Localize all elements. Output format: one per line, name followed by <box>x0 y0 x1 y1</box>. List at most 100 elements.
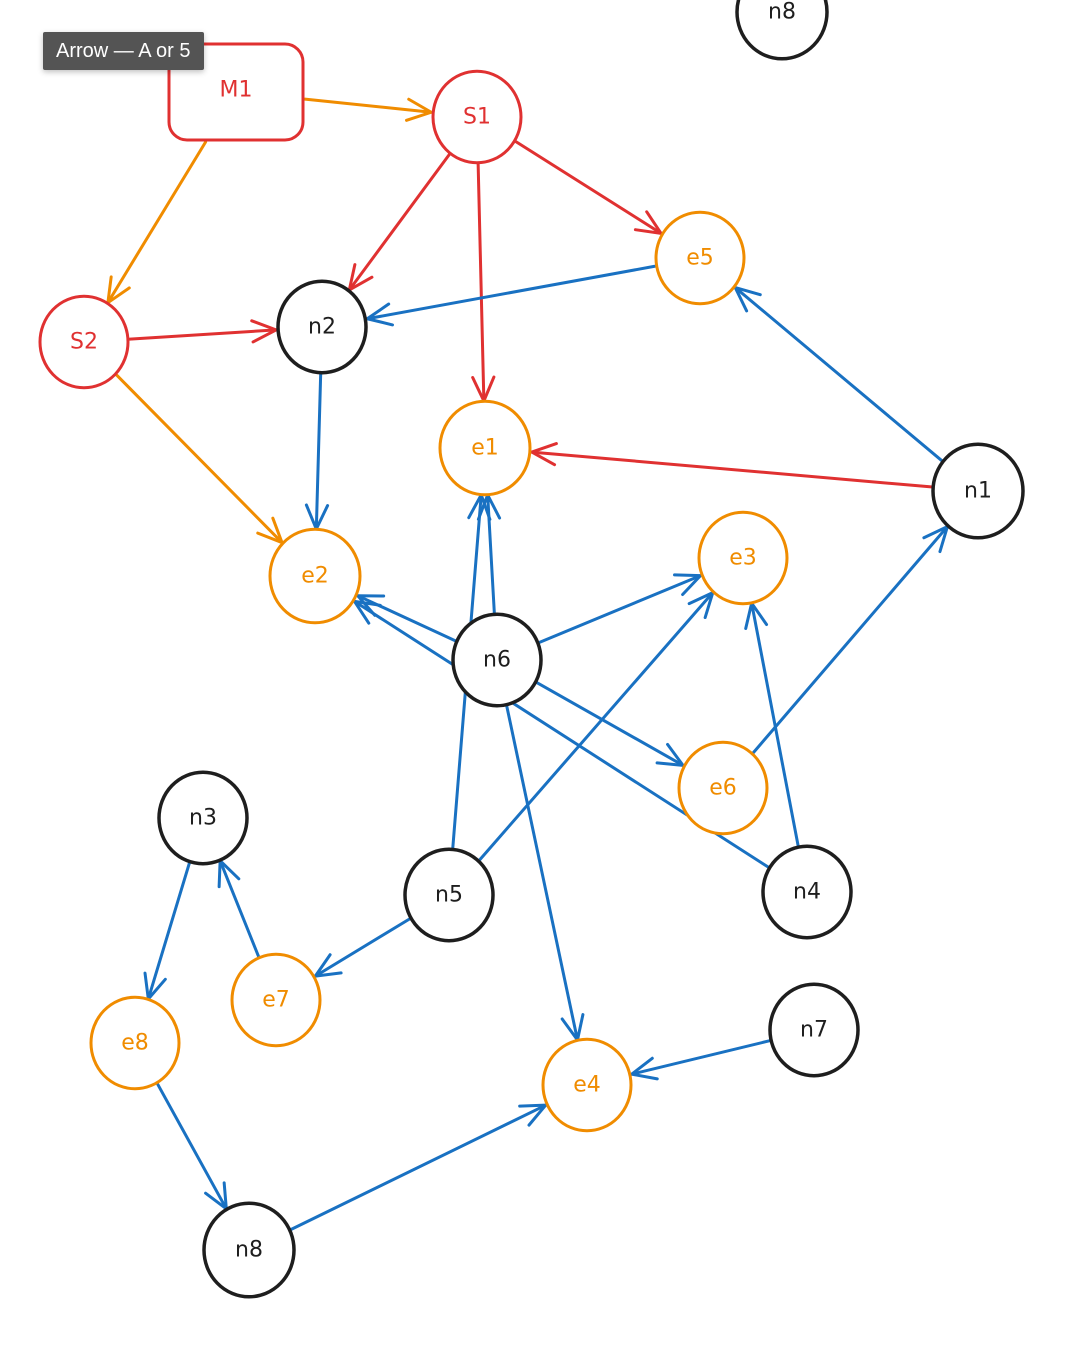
node-e1[interactable]: e1 <box>438 399 532 497</box>
node-shape[interactable] <box>768 982 860 1078</box>
node-e3[interactable]: e3 <box>697 510 789 606</box>
node-shape[interactable] <box>202 1201 296 1299</box>
node-e4[interactable]: e4 <box>541 1037 633 1133</box>
node-label: e3 <box>729 546 757 571</box>
edge-line[interactable] <box>146 860 192 1001</box>
node-shape[interactable] <box>735 0 829 61</box>
node-label: n2 <box>308 315 336 340</box>
node-S1[interactable]: S1 <box>431 69 523 165</box>
arrowhead-icon <box>356 594 386 617</box>
edge-e7-to-n3[interactable] <box>217 859 261 959</box>
arrowhead-icon <box>365 302 395 327</box>
edge-M1-to-S1[interactable] <box>303 97 433 122</box>
edge-S2-to-e2[interactable] <box>114 373 284 545</box>
node-shape[interactable] <box>761 844 853 940</box>
node-shape[interactable] <box>697 510 789 606</box>
edge-line[interactable] <box>535 681 685 767</box>
node-label: n8 <box>235 1238 263 1263</box>
edge-line[interactable] <box>313 917 412 978</box>
node-label: n1 <box>964 479 992 504</box>
node-shape[interactable] <box>438 399 532 497</box>
edge-e8-to-n8[interactable] <box>155 1081 228 1211</box>
edge-line[interactable] <box>750 601 800 849</box>
edge-line[interactable] <box>303 97 433 114</box>
node-n5[interactable]: n5 <box>403 847 495 943</box>
edge-n6-to-e6[interactable] <box>535 681 685 767</box>
edge-n1-to-e1[interactable] <box>530 442 933 489</box>
edge-M1-to-S2[interactable] <box>106 140 208 305</box>
node-shape[interactable] <box>157 770 249 866</box>
node-shape[interactable] <box>654 210 746 306</box>
arrowhead-icon <box>405 97 433 122</box>
edge-line[interactable] <box>530 450 933 489</box>
node-n2[interactable]: n2 <box>276 279 368 375</box>
node-shape[interactable] <box>431 69 523 165</box>
node-label: M1 <box>220 78 253 103</box>
edge-n5-to-e7[interactable] <box>313 917 412 978</box>
node-e8[interactable]: e8 <box>89 995 181 1091</box>
arrowhead-icon <box>673 573 703 597</box>
edge-S1-to-e1[interactable] <box>471 161 496 403</box>
edge-line[interactable] <box>733 286 944 463</box>
node-label: n6 <box>483 648 511 673</box>
arrowhead-icon <box>353 599 382 625</box>
node-e7[interactable]: e7 <box>230 952 322 1048</box>
node-n8top[interactable]: n8 <box>735 0 829 61</box>
edge-line[interactable] <box>505 703 579 1042</box>
node-shape[interactable] <box>677 740 769 836</box>
node-n1[interactable]: n1 <box>931 442 1025 540</box>
node-label: n4 <box>793 880 821 905</box>
edge-n3-to-e8[interactable] <box>143 860 192 1001</box>
edge-line[interactable] <box>155 1081 228 1211</box>
node-e5[interactable]: e5 <box>654 210 746 306</box>
edge-line[interactable] <box>347 152 452 292</box>
tool-tooltip: Arrow — A or 5 <box>43 32 204 70</box>
edge-line[interactable] <box>630 1039 771 1076</box>
edge-line[interactable] <box>477 591 715 862</box>
edge-S1-to-n2[interactable] <box>347 152 452 292</box>
arrowhead-icon <box>204 1181 228 1211</box>
arrowhead-icon <box>633 210 663 235</box>
edge-n7-to-e4[interactable] <box>630 1039 771 1081</box>
node-n4[interactable]: n4 <box>761 844 853 940</box>
edge-e5-to-n2[interactable] <box>365 264 657 327</box>
edge-line[interactable] <box>476 161 486 403</box>
node-n6[interactable]: n6 <box>451 612 543 708</box>
node-n3[interactable]: n3 <box>157 770 249 866</box>
edge-n2-to-e2[interactable] <box>304 371 330 531</box>
node-shape[interactable] <box>451 612 543 708</box>
node-S2[interactable]: S2 <box>38 294 130 390</box>
edge-n6-to-e3[interactable] <box>537 573 703 644</box>
edge-line[interactable] <box>537 574 703 644</box>
edge-n8-to-e4[interactable] <box>289 1103 548 1231</box>
node-n7[interactable]: n7 <box>768 982 860 1078</box>
arrowhead-icon <box>106 275 131 305</box>
node-shape[interactable] <box>89 995 181 1091</box>
arrowhead-icon <box>655 742 685 767</box>
arrowhead-icon <box>630 1056 659 1081</box>
edge-line[interactable] <box>128 328 278 341</box>
edge-line[interactable] <box>289 1103 548 1231</box>
edge-line[interactable] <box>514 140 663 235</box>
edge-line[interactable] <box>365 264 657 321</box>
node-e6[interactable]: e6 <box>677 740 769 836</box>
edge-line[interactable] <box>106 140 208 305</box>
node-label: e1 <box>471 436 499 461</box>
node-shape[interactable] <box>931 442 1025 540</box>
node-shape[interactable] <box>276 279 368 375</box>
edge-line[interactable] <box>114 373 284 545</box>
node-shape[interactable] <box>38 294 130 390</box>
node-shape[interactable] <box>230 952 322 1048</box>
edge-S1-to-e5[interactable] <box>514 140 663 235</box>
node-shape[interactable] <box>541 1037 633 1133</box>
edge-n1-to-e5[interactable] <box>733 286 944 463</box>
node-n8[interactable]: n8 <box>202 1201 296 1299</box>
edge-line[interactable] <box>218 859 261 959</box>
edge-S2-to-n2[interactable] <box>128 319 278 344</box>
node-shape[interactable] <box>268 527 362 625</box>
node-shape[interactable] <box>403 847 495 943</box>
node-e2[interactable]: e2 <box>268 527 362 625</box>
edge-line[interactable] <box>314 371 323 531</box>
edge-line[interactable] <box>751 525 949 755</box>
